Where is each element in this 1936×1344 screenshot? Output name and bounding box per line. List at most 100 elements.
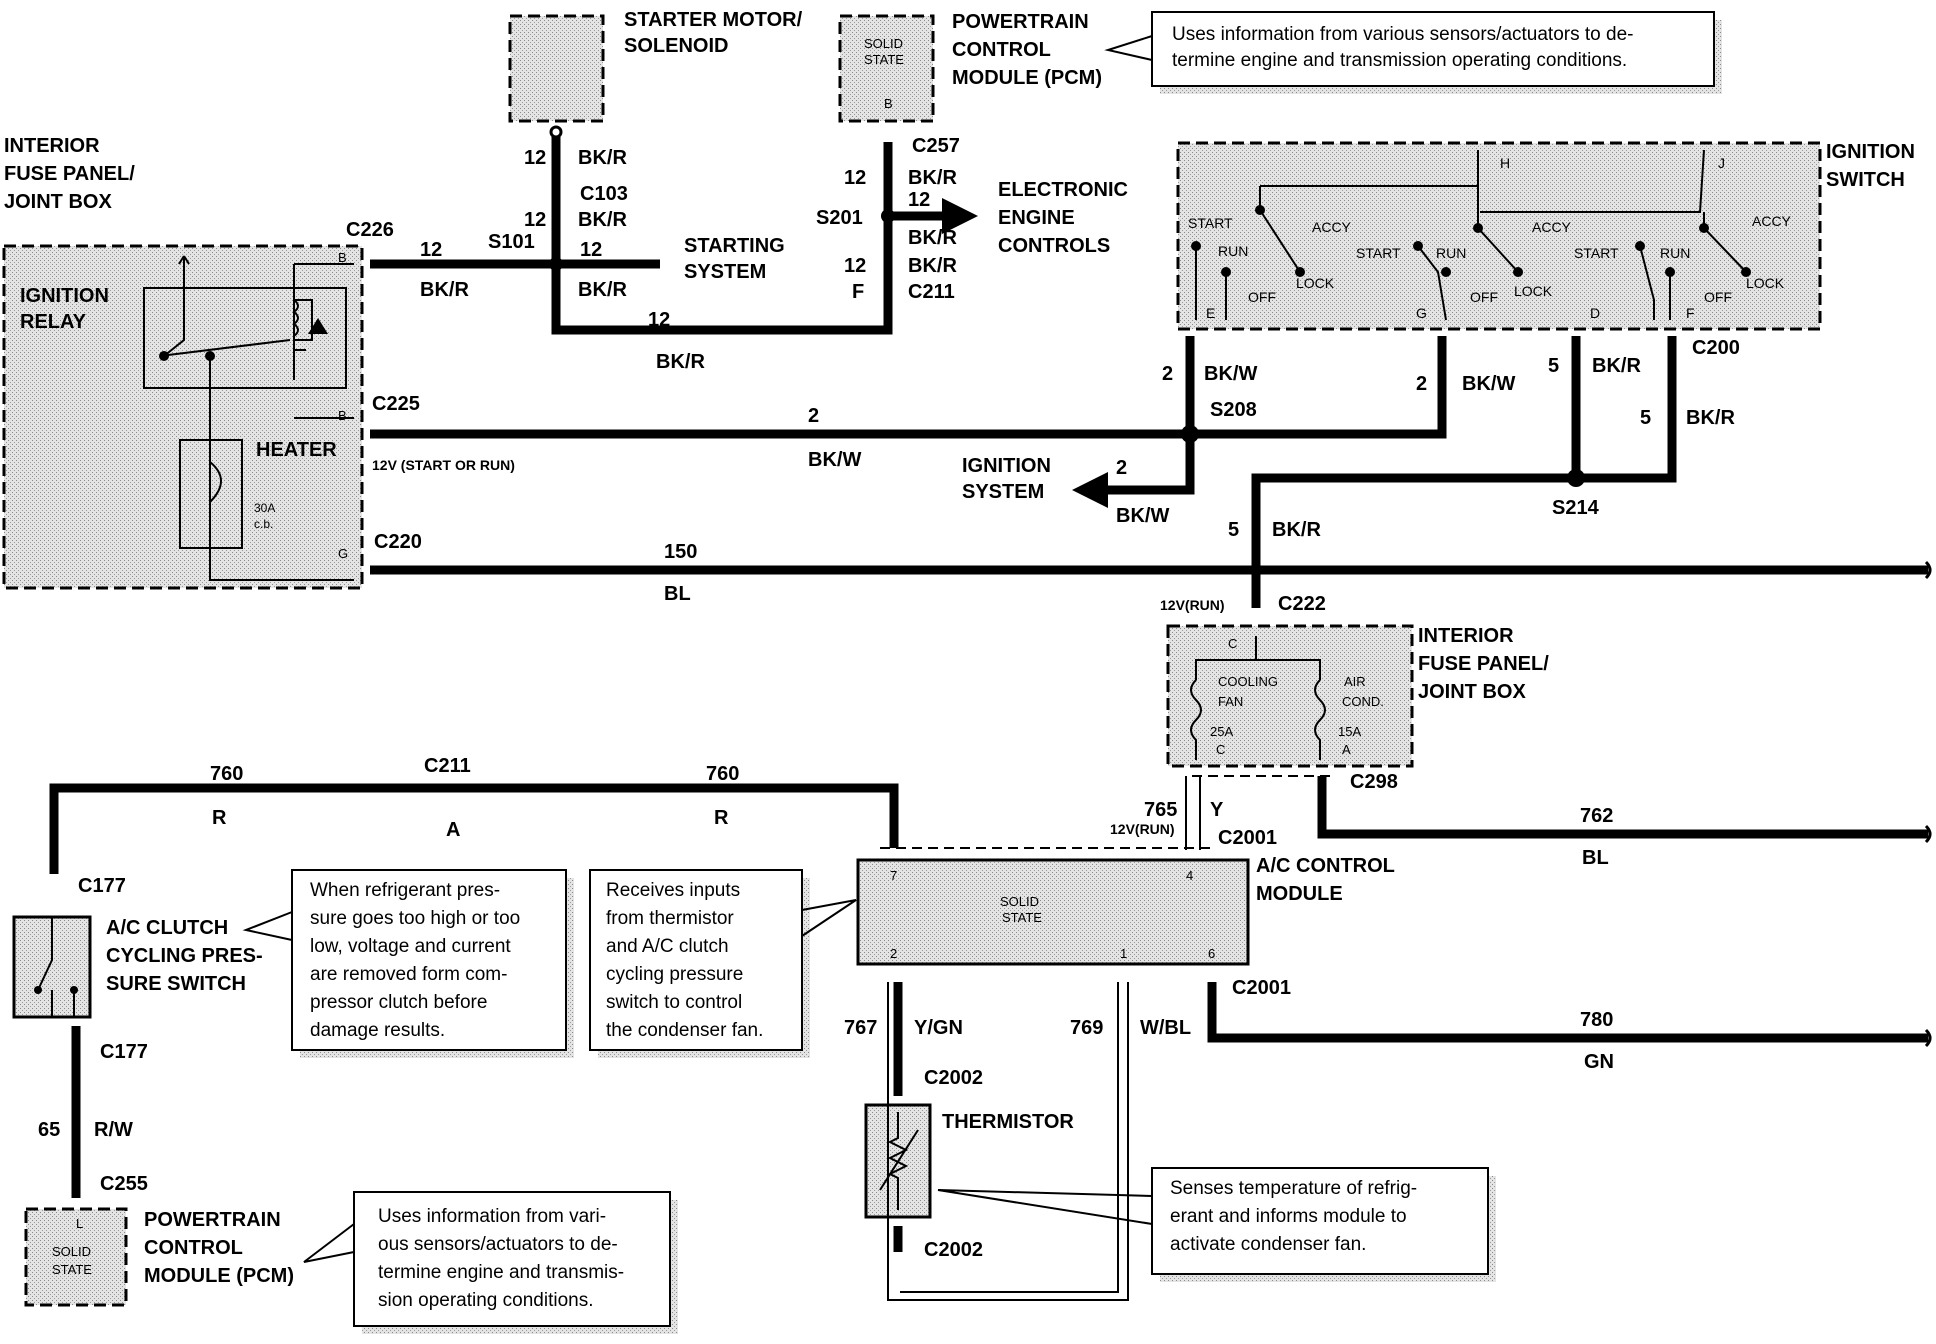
svg-text:CONTROL: CONTROL (952, 39, 1051, 61)
svg-text:BL: BL (1582, 847, 1609, 869)
svg-text:B: B (338, 250, 347, 265)
svg-text:POWERTRAIN: POWERTRAIN (952, 11, 1089, 33)
svg-text:2: 2 (1162, 363, 1173, 385)
relay-coil-icon (292, 299, 299, 337)
svg-text:OFF: OFF (1704, 289, 1732, 305)
svg-text:765: 765 (1144, 799, 1177, 821)
svg-text:BK/R: BK/R (578, 279, 627, 301)
label-starter-motor: STARTER MOTOR/ SOLENOID (624, 9, 803, 57)
svg-text:B: B (338, 408, 347, 423)
svg-text:C255: C255 (100, 1173, 148, 1195)
svg-text:12V(RUN): 12V(RUN) (1110, 821, 1175, 837)
svg-text:760: 760 (706, 763, 739, 785)
svg-text:CONTROLS: CONTROLS (998, 235, 1110, 257)
svg-text:SYSTEM: SYSTEM (962, 481, 1044, 503)
svg-text:INTERIOR: INTERIOR (1418, 625, 1514, 647)
svg-text:C220: C220 (374, 531, 422, 553)
svg-text:switch to control: switch to control (606, 992, 742, 1013)
svg-text:C298: C298 (1350, 771, 1398, 793)
label-interior-fuse-bottom: INTERIOR FUSE PANEL/ JOINT BOX (1418, 625, 1549, 703)
svg-text:E: E (1206, 305, 1215, 321)
svg-text:S201: S201 (816, 207, 863, 229)
svg-text:BK/R: BK/R (420, 279, 469, 301)
svg-text:START: START (1574, 245, 1619, 261)
splice-s208 (1181, 425, 1199, 443)
wire-labels: 12 BK/R 12 BK/R 12 BK/R 12 BK/R 12 BK/R … (38, 147, 1735, 1141)
label-ac-control: A/C CONTROL MODULE SOLID STATE (1000, 855, 1395, 925)
svg-text:G: G (1416, 305, 1427, 321)
svg-text:COOLING: COOLING (1218, 674, 1278, 689)
fuse-panel-bus (1195, 636, 1321, 680)
svg-text:CYCLING PRES-: CYCLING PRES- (106, 945, 263, 967)
svg-text:7: 7 (890, 868, 897, 883)
svg-text:BK/W: BK/W (1204, 363, 1257, 385)
ignition-switch-bus (1259, 149, 1747, 273)
svg-text:1: 1 (1120, 946, 1127, 961)
svg-text:2: 2 (1116, 457, 1127, 479)
svg-text:65: 65 (38, 1119, 60, 1141)
ac-control-module-box (856, 858, 1250, 966)
svg-text:SOLID: SOLID (864, 36, 903, 51)
wire-end-markers (549, 125, 1932, 1048)
connector-labels: C226 S101 C103 C257 S201 C211 F C225 C22… (78, 135, 1740, 1261)
svg-text:Senses temperature of refrig-: Senses temperature of refrig- (1170, 1178, 1417, 1199)
svg-text:12V(RUN): 12V(RUN) (1160, 597, 1225, 613)
svg-text:C226: C226 (346, 219, 394, 241)
svg-text:IGNITION: IGNITION (1826, 141, 1915, 163)
svg-text:762: 762 (1580, 805, 1613, 827)
svg-text:BK/W: BK/W (808, 449, 861, 471)
label-heater: HEATER (256, 439, 337, 461)
svg-text:R: R (212, 807, 227, 829)
svg-text:12: 12 (908, 189, 930, 211)
svg-text:BK/W: BK/W (1116, 505, 1169, 527)
interior-fuse-panel-bottom-box (1166, 624, 1414, 768)
relay-pivot (159, 351, 169, 361)
svg-text:INTERIOR: INTERIOR (4, 135, 100, 157)
label-pcm-bottom: POWERTRAIN CONTROL MODULE (PCM) L SOLID … (52, 1209, 294, 1287)
svg-text:the condenser fan.: the condenser fan. (606, 1020, 763, 1041)
label-interior-fuse-top: INTERIOR FUSE PANEL/ JOINT BOX (4, 135, 135, 213)
relay-leads (209, 263, 354, 581)
svg-text:A/C CLUTCH: A/C CLUTCH (106, 917, 228, 939)
svg-text:S101: S101 (488, 231, 535, 253)
label-30a: 30A (254, 501, 275, 515)
svg-text:BK/R: BK/R (908, 255, 957, 277)
svg-text:A/C CONTROL: A/C CONTROL (1256, 855, 1395, 877)
air-cond-fuse-icon (1314, 679, 1326, 760)
svg-text:2: 2 (890, 946, 897, 961)
svg-text:J: J (1718, 155, 1725, 171)
svg-text:COND.: COND. (1342, 694, 1384, 709)
svg-text:G: G (338, 546, 348, 561)
svg-text:5: 5 (1548, 355, 1559, 377)
svg-text:6: 6 (1208, 946, 1215, 961)
svg-text:BK/R: BK/R (578, 209, 627, 231)
svg-text:damage results.: damage results. (310, 1020, 445, 1041)
svg-text:5: 5 (1228, 519, 1239, 541)
svg-text:POWERTRAIN: POWERTRAIN (144, 1209, 281, 1231)
svg-text:760: 760 (210, 763, 243, 785)
pin-labels: B B G 7 4 2 1 6 (338, 250, 1215, 961)
svg-text:12: 12 (844, 255, 866, 277)
note-ac-clutch: When refrigerant pres- sure goes too hig… (242, 869, 574, 1058)
diode-icon (308, 318, 328, 334)
wire-780-gn (1207, 982, 1928, 1043)
svg-text:CONTROL: CONTROL (144, 1237, 243, 1259)
svg-text:OFF: OFF (1470, 289, 1498, 305)
svg-text:2: 2 (1416, 373, 1427, 395)
svg-text:termine engine and transmis-: termine engine and transmis- (378, 1262, 624, 1283)
svg-text:STARTER MOTOR/: STARTER MOTOR/ (624, 9, 803, 31)
svg-text:BK/W: BK/W (1462, 373, 1515, 395)
svg-text:A: A (1342, 742, 1351, 757)
switch-pivot (34, 986, 42, 994)
svg-text:R/W: R/W (94, 1119, 133, 1141)
svg-text:STARTING: STARTING (684, 235, 785, 257)
relay-contact (159, 255, 313, 380)
svg-text:MODULE (PCM): MODULE (PCM) (144, 1265, 294, 1287)
svg-text:R: R (714, 807, 729, 829)
label-starting-system: STARTING SYSTEM (684, 235, 785, 283)
svg-text:cycling pressure: cycling pressure (606, 964, 743, 985)
svg-text:Uses information from vari-: Uses information from vari- (378, 1206, 606, 1227)
svg-text:C: C (1216, 742, 1225, 757)
wire-2-bkw-c225 (370, 336, 1447, 439)
svg-text:12: 12 (420, 239, 442, 261)
